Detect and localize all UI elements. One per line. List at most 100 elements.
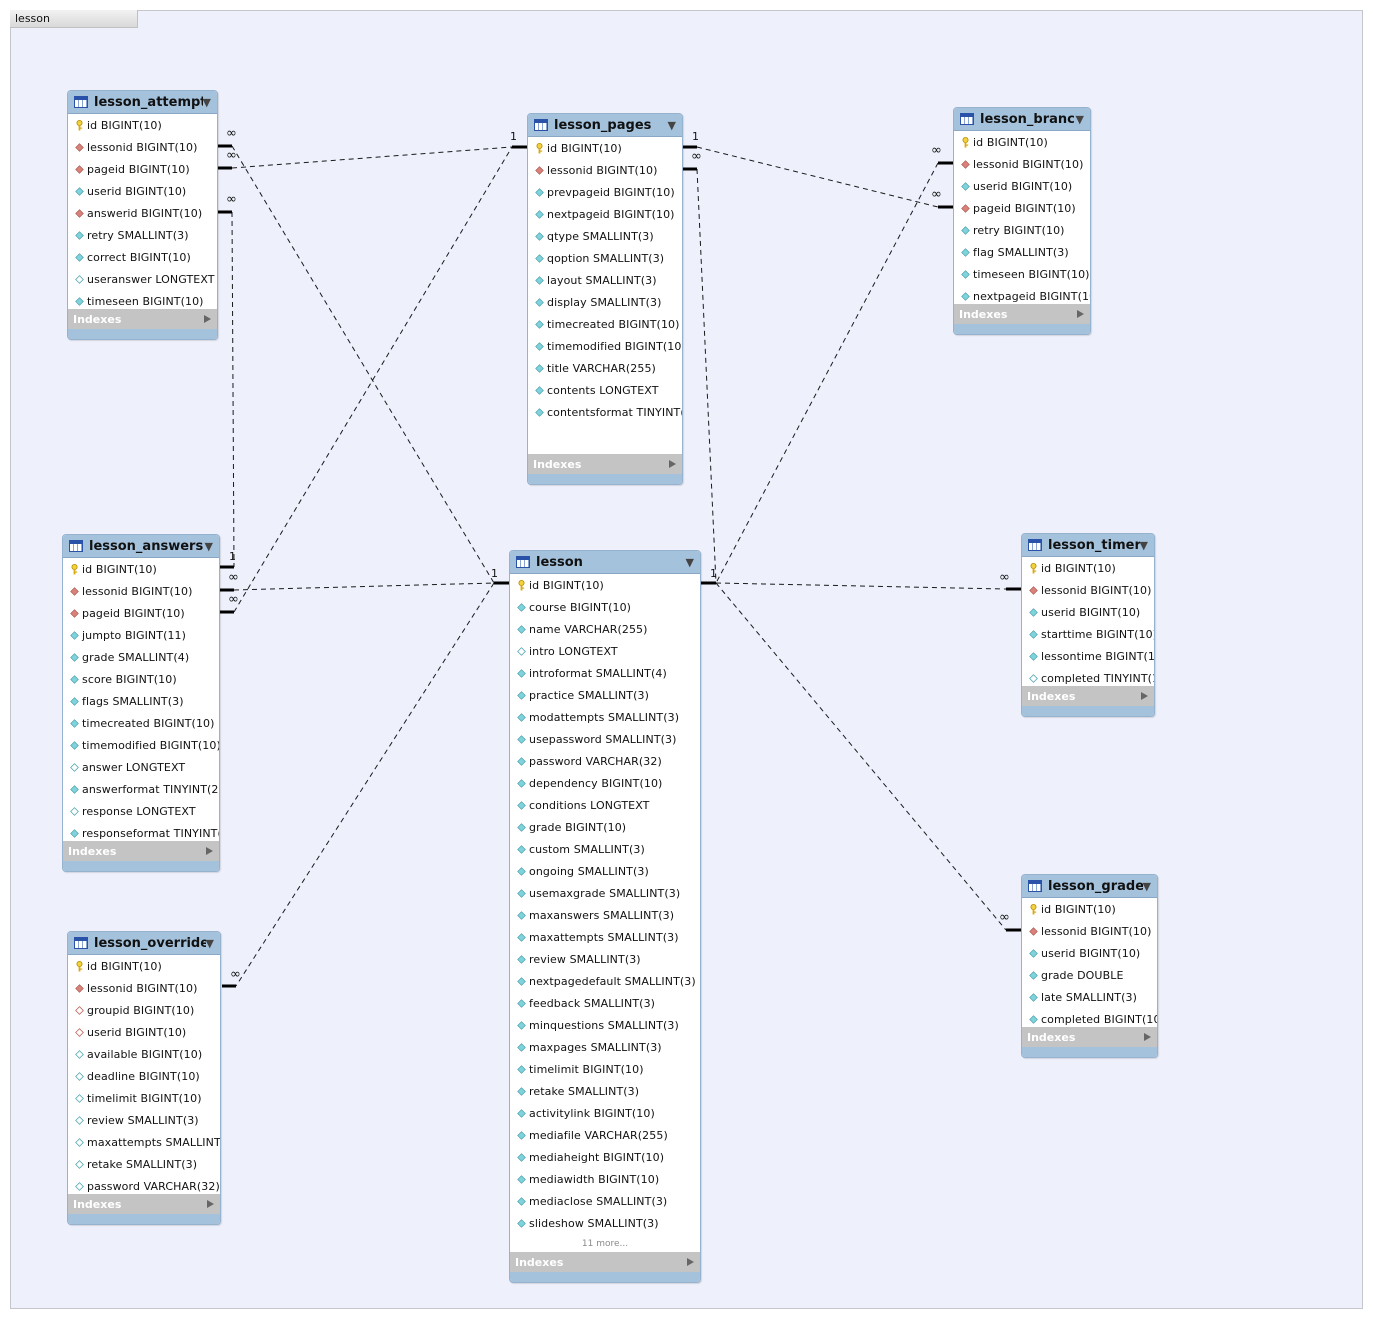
column-row[interactable]: retake SMALLINT(3): [510, 1080, 700, 1102]
column-row[interactable]: timemodified BIGINT(10): [528, 335, 682, 357]
column-row[interactable]: deadline BIGINT(10): [68, 1065, 220, 1087]
column-row[interactable]: timelimit BIGINT(10): [510, 1058, 700, 1080]
column-row[interactable]: modattempts SMALLINT(3): [510, 706, 700, 728]
table-lesson-grades[interactable]: lesson_grades▼id BIGINT(10)lessonid BIGI…: [1021, 874, 1158, 1058]
column-row[interactable]: lessonid BIGINT(10): [68, 977, 220, 999]
column-row[interactable]: timeseen BIGINT(10): [68, 290, 217, 312]
column-row[interactable]: userid BIGINT(10): [1022, 601, 1154, 623]
column-row[interactable]: response LONGTEXT: [63, 800, 219, 822]
indexes-section[interactable]: Indexes: [528, 454, 682, 484]
column-row[interactable]: completed TINYINT(1): [1022, 667, 1154, 689]
column-row[interactable]: custom SMALLINT(3): [510, 838, 700, 860]
rel-line-attempts-pages[interactable]: [231, 146, 513, 169]
column-row[interactable]: review SMALLINT(3): [68, 1109, 220, 1131]
column-row[interactable]: grade DOUBLE: [1022, 964, 1157, 986]
rel-line-attempts-answers[interactable]: [231, 211, 235, 568]
column-row[interactable]: introformat SMALLINT(4): [510, 662, 700, 684]
column-row[interactable]: intro LONGTEXT: [510, 640, 700, 662]
column-row[interactable]: layout SMALLINT(3): [528, 269, 682, 291]
column-row[interactable]: timecreated BIGINT(10): [63, 712, 219, 734]
column-row[interactable]: usepassword SMALLINT(3): [510, 728, 700, 750]
table-header[interactable]: lesson_answers▼: [63, 535, 219, 558]
column-row[interactable]: answerid BIGINT(10): [68, 202, 217, 224]
column-row[interactable]: id BIGINT(10): [510, 574, 700, 596]
column-row[interactable]: flags SMALLINT(3): [63, 690, 219, 712]
column-row[interactable]: password VARCHAR(32): [68, 1175, 220, 1197]
column-row[interactable]: id BIGINT(10): [68, 114, 217, 136]
column-row[interactable]: answerformat TINYINT(2): [63, 778, 219, 800]
column-row[interactable]: id BIGINT(10): [1022, 898, 1157, 920]
rel-line-pages-branch[interactable]: [696, 146, 939, 208]
column-row[interactable]: mediaclose SMALLINT(3): [510, 1190, 700, 1212]
collapse-toggle-icon[interactable]: ▼: [205, 936, 214, 950]
indexes-section[interactable]: Indexes: [68, 309, 217, 339]
table-header[interactable]: lesson▼: [510, 551, 700, 574]
expand-arrow-icon[interactable]: [1144, 1033, 1151, 1041]
column-row[interactable]: display SMALLINT(3): [528, 291, 682, 313]
column-row[interactable]: course BIGINT(10): [510, 596, 700, 618]
column-row[interactable]: prevpageid BIGINT(10): [528, 181, 682, 203]
column-row[interactable]: id BIGINT(10): [528, 137, 682, 159]
column-row[interactable]: userid BIGINT(10): [68, 1021, 220, 1043]
column-row[interactable]: maxanswers SMALLINT(3): [510, 904, 700, 926]
column-row[interactable]: lessonid BIGINT(10): [68, 136, 217, 158]
column-row[interactable]: qoption SMALLINT(3): [528, 247, 682, 269]
column-row[interactable]: feedback SMALLINT(3): [510, 992, 700, 1014]
column-row[interactable]: responseformat TINYINT(2): [63, 822, 219, 844]
column-row[interactable]: retake SMALLINT(3): [68, 1153, 220, 1175]
column-row[interactable]: title VARCHAR(255): [528, 357, 682, 379]
table-lesson-branch[interactable]: lesson_branch▼id BIGINT(10)lessonid BIGI…: [953, 107, 1091, 335]
table-lesson-answers[interactable]: lesson_answers▼id BIGINT(10)lessonid BIG…: [62, 534, 220, 872]
indexes-section[interactable]: Indexes: [1022, 1027, 1157, 1057]
column-row[interactable]: id BIGINT(10): [68, 955, 220, 977]
column-row[interactable]: lessontime BIGINT(10): [1022, 645, 1154, 667]
column-row[interactable]: maxattempts SMALLINT(3): [68, 1131, 220, 1153]
column-row[interactable]: userid BIGINT(10): [1022, 942, 1157, 964]
column-row[interactable]: userid BIGINT(10): [68, 180, 217, 202]
column-row[interactable]: id BIGINT(10): [63, 558, 219, 580]
column-row[interactable]: available BIGINT(10): [68, 1043, 220, 1065]
table-header[interactable]: lesson_overrides▼: [68, 932, 220, 955]
rel-line-pages-lesson[interactable]: [696, 168, 717, 584]
column-row[interactable]: name VARCHAR(255): [510, 618, 700, 640]
column-row[interactable]: timelimit BIGINT(10): [68, 1087, 220, 1109]
column-row[interactable]: correct BIGINT(10): [68, 246, 217, 268]
table-lesson-overrides[interactable]: lesson_overrides▼id BIGINT(10)lessonid B…: [67, 931, 221, 1225]
column-row[interactable]: mediaheight BIGINT(10): [510, 1146, 700, 1168]
column-row[interactable]: groupid BIGINT(10): [68, 999, 220, 1021]
column-row[interactable]: userid BIGINT(10): [954, 175, 1090, 197]
column-row[interactable]: pageid BIGINT(10): [954, 197, 1090, 219]
table-header[interactable]: lesson_timer▼: [1022, 534, 1154, 557]
column-row[interactable]: grade SMALLINT(4): [63, 646, 219, 668]
column-row[interactable]: starttime BIGINT(10): [1022, 623, 1154, 645]
column-row[interactable]: jumpto BIGINT(11): [63, 624, 219, 646]
column-row[interactable]: maxattempts SMALLINT(3): [510, 926, 700, 948]
column-row[interactable]: pageid BIGINT(10): [63, 602, 219, 624]
indexes-section[interactable]: Indexes: [954, 304, 1090, 334]
column-row[interactable]: activitylink BIGINT(10): [510, 1102, 700, 1124]
rel-line-attempts-lesson[interactable]: [231, 145, 495, 584]
rel-line-branch-lesson[interactable]: [715, 162, 939, 584]
expand-arrow-icon[interactable]: [1077, 310, 1084, 318]
column-row[interactable]: mediafile VARCHAR(255): [510, 1124, 700, 1146]
column-row[interactable]: practice SMALLINT(3): [510, 684, 700, 706]
table-lesson[interactable]: lesson▼id BIGINT(10)course BIGINT(10)nam…: [509, 550, 701, 1283]
column-row[interactable]: lessonid BIGINT(10): [528, 159, 682, 181]
column-row[interactable]: grade BIGINT(10): [510, 816, 700, 838]
column-row[interactable]: id BIGINT(10): [1022, 557, 1154, 579]
column-row[interactable]: pageid BIGINT(10): [68, 158, 217, 180]
table-header[interactable]: lesson_grades▼: [1022, 875, 1157, 898]
rel-line-grades-lesson[interactable]: [715, 582, 1007, 931]
column-row[interactable]: retry BIGINT(10): [954, 219, 1090, 241]
collapse-toggle-icon[interactable]: ▼: [685, 555, 694, 569]
column-row[interactable]: contentsformat TINYINT(2): [528, 401, 682, 423]
column-row[interactable]: retry SMALLINT(3): [68, 224, 217, 246]
column-row[interactable]: score BIGINT(10): [63, 668, 219, 690]
column-row[interactable]: lessonid BIGINT(10): [63, 580, 219, 602]
column-row[interactable]: flag SMALLINT(3): [954, 241, 1090, 263]
indexes-section[interactable]: Indexes: [68, 1194, 220, 1224]
column-row[interactable]: useranswer LONGTEXT: [68, 268, 217, 290]
expand-arrow-icon[interactable]: [204, 315, 211, 323]
indexes-section[interactable]: Indexes: [63, 841, 219, 871]
table-header[interactable]: lesson_pages▼: [528, 114, 682, 137]
